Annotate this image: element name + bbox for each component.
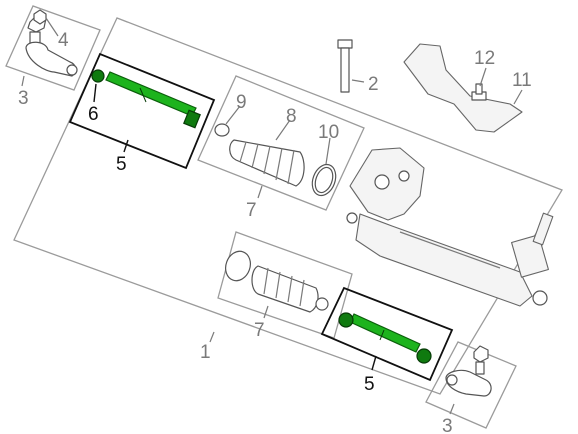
callout-5-lower: 5 <box>364 374 375 395</box>
callout-7-lower: 7 <box>254 320 265 341</box>
leader-12 <box>479 67 487 87</box>
bolt-part-2[interactable] <box>337 39 353 93</box>
leader-4 <box>45 17 59 37</box>
boot-part-8-upper[interactable] <box>229 139 305 187</box>
leader-1 <box>209 331 215 343</box>
leader-7a <box>257 185 263 199</box>
leader-10 <box>325 137 331 165</box>
callout-1: 1 <box>200 342 211 363</box>
leader-8 <box>275 119 291 141</box>
outer-tie-rod-panel-left <box>5 5 101 91</box>
leader-3a <box>21 75 25 87</box>
callout-3-left: 3 <box>18 88 29 109</box>
steering-gear-housing[interactable] <box>346 147 554 307</box>
callout-12: 12 <box>474 48 495 69</box>
clamp-part-9[interactable] <box>214 123 230 137</box>
callout-7-upper: 7 <box>246 200 257 221</box>
leader-6 <box>93 83 97 103</box>
bolt-part-12[interactable] <box>471 83 487 101</box>
inner-tie-rod-lower[interactable] <box>338 312 432 364</box>
leader-5a <box>123 139 129 153</box>
leader-2 <box>351 79 365 83</box>
nut-part-4[interactable] <box>33 9 47 25</box>
leader-3b <box>449 403 455 415</box>
callout-2: 2 <box>368 74 379 95</box>
leader-11 <box>513 89 523 105</box>
callout-6: 6 <box>88 104 99 125</box>
outer-tie-rod-end-right[interactable] <box>445 345 492 397</box>
clamp-part-10[interactable] <box>308 161 340 199</box>
leader-7b <box>263 305 269 319</box>
callout-4: 4 <box>58 30 69 51</box>
callout-11: 11 <box>512 70 532 91</box>
boot-kit-lower[interactable] <box>222 248 329 313</box>
inner-tie-rod-panel-upper[interactable] <box>68 52 216 170</box>
leader-5b <box>371 355 377 371</box>
boot-kit-panel-upper <box>197 75 365 211</box>
leader-9 <box>225 105 241 125</box>
outer-tie-rod-panel-right <box>425 341 517 429</box>
outer-tie-rod-end-left[interactable] <box>25 13 78 77</box>
inner-tie-rod-upper[interactable] <box>91 69 201 129</box>
boot-kit-panel-lower <box>217 231 353 339</box>
callout-10: 10 <box>318 122 339 143</box>
inner-tie-rod-panel-lower[interactable] <box>320 286 454 382</box>
callout-5-upper: 5 <box>116 154 127 175</box>
callout-3-right: 3 <box>442 416 453 434</box>
callout-9: 9 <box>236 92 247 113</box>
callout-8: 8 <box>286 106 297 127</box>
heat-shield-part-11[interactable] <box>403 43 523 133</box>
